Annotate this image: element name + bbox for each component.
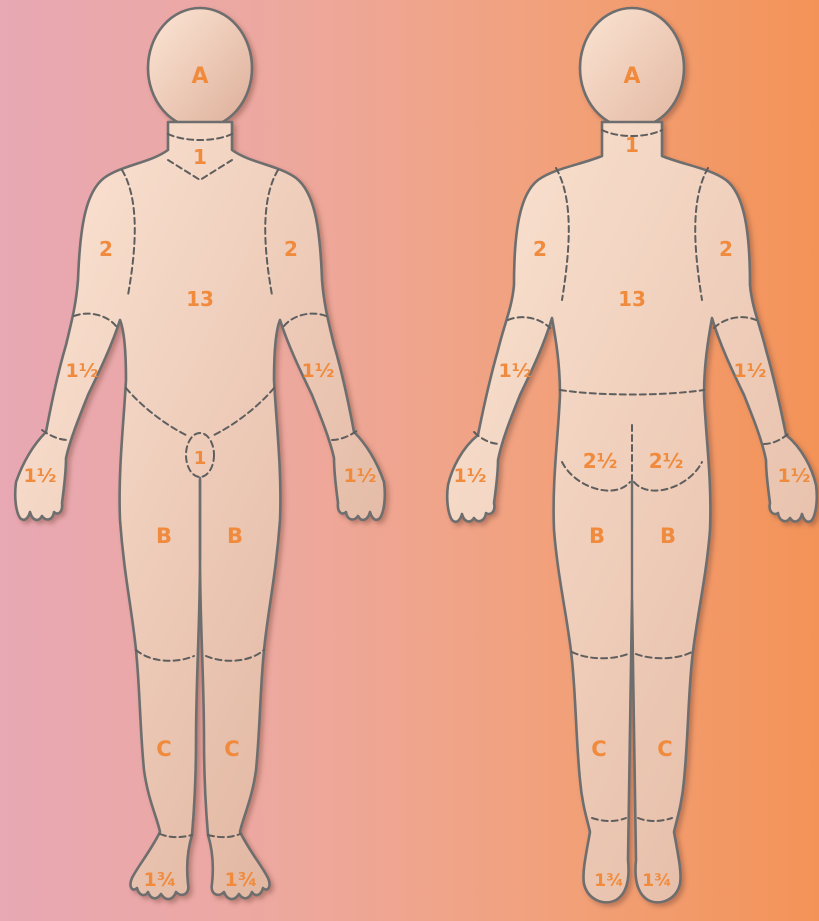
front-label-leg-right: C bbox=[224, 737, 239, 761]
back-label-upper-arm-left: 2 bbox=[533, 237, 547, 261]
front-label-upper-arm-right: 2 bbox=[284, 237, 298, 261]
front-label-forearm-right: 1½ bbox=[302, 360, 335, 382]
front-figure: A 1 2 2 13 1½ 1½ 1½ 1½ 1 B B C C 1¾ 1¾ bbox=[15, 8, 385, 899]
back-label-thigh-right: B bbox=[660, 524, 676, 548]
front-label-foot-right: 1¾ bbox=[225, 869, 258, 891]
back-label-thigh-left: B bbox=[589, 524, 605, 548]
front-label-foot-left: 1¾ bbox=[144, 869, 177, 891]
front-label-thigh-left: B bbox=[156, 524, 172, 548]
back-label-upper-arm-right: 2 bbox=[719, 237, 733, 261]
front-label-thigh-right: B bbox=[227, 524, 243, 548]
back-label-forearm-right: 1½ bbox=[734, 360, 767, 382]
front-label-head: A bbox=[191, 64, 208, 89]
back-label-leg-left: C bbox=[591, 737, 606, 761]
front-label-genitals: 1 bbox=[194, 448, 207, 469]
back-label-hand-left: 1½ bbox=[454, 465, 487, 487]
back-label-buttock-left: 2½ bbox=[583, 449, 618, 473]
back-label-head: A bbox=[623, 64, 640, 89]
back-label-neck: 1 bbox=[625, 133, 639, 157]
front-label-trunk: 13 bbox=[186, 287, 214, 311]
back-label-buttock-right: 2½ bbox=[649, 449, 684, 473]
front-label-hand-right: 1½ bbox=[344, 465, 377, 487]
back-label-trunk: 13 bbox=[618, 287, 646, 311]
back-label-foot-left: 1¾ bbox=[594, 871, 623, 891]
back-label-foot-right: 1¾ bbox=[642, 871, 671, 891]
back-label-forearm-left: 1½ bbox=[499, 360, 532, 382]
back-label-leg-right: C bbox=[657, 737, 672, 761]
front-label-upper-arm-left: 2 bbox=[99, 237, 113, 261]
front-label-forearm-left: 1½ bbox=[66, 360, 99, 382]
front-label-leg-left: C bbox=[156, 737, 171, 761]
back-label-hand-right: 1½ bbox=[778, 465, 811, 487]
front-label-neck: 1 bbox=[193, 145, 207, 169]
back-figure: A 1 2 2 13 1½ 1½ 1½ 1½ 2½ 2½ B B C C 1¾ … bbox=[447, 8, 817, 902]
front-label-hand-left: 1½ bbox=[24, 465, 57, 487]
